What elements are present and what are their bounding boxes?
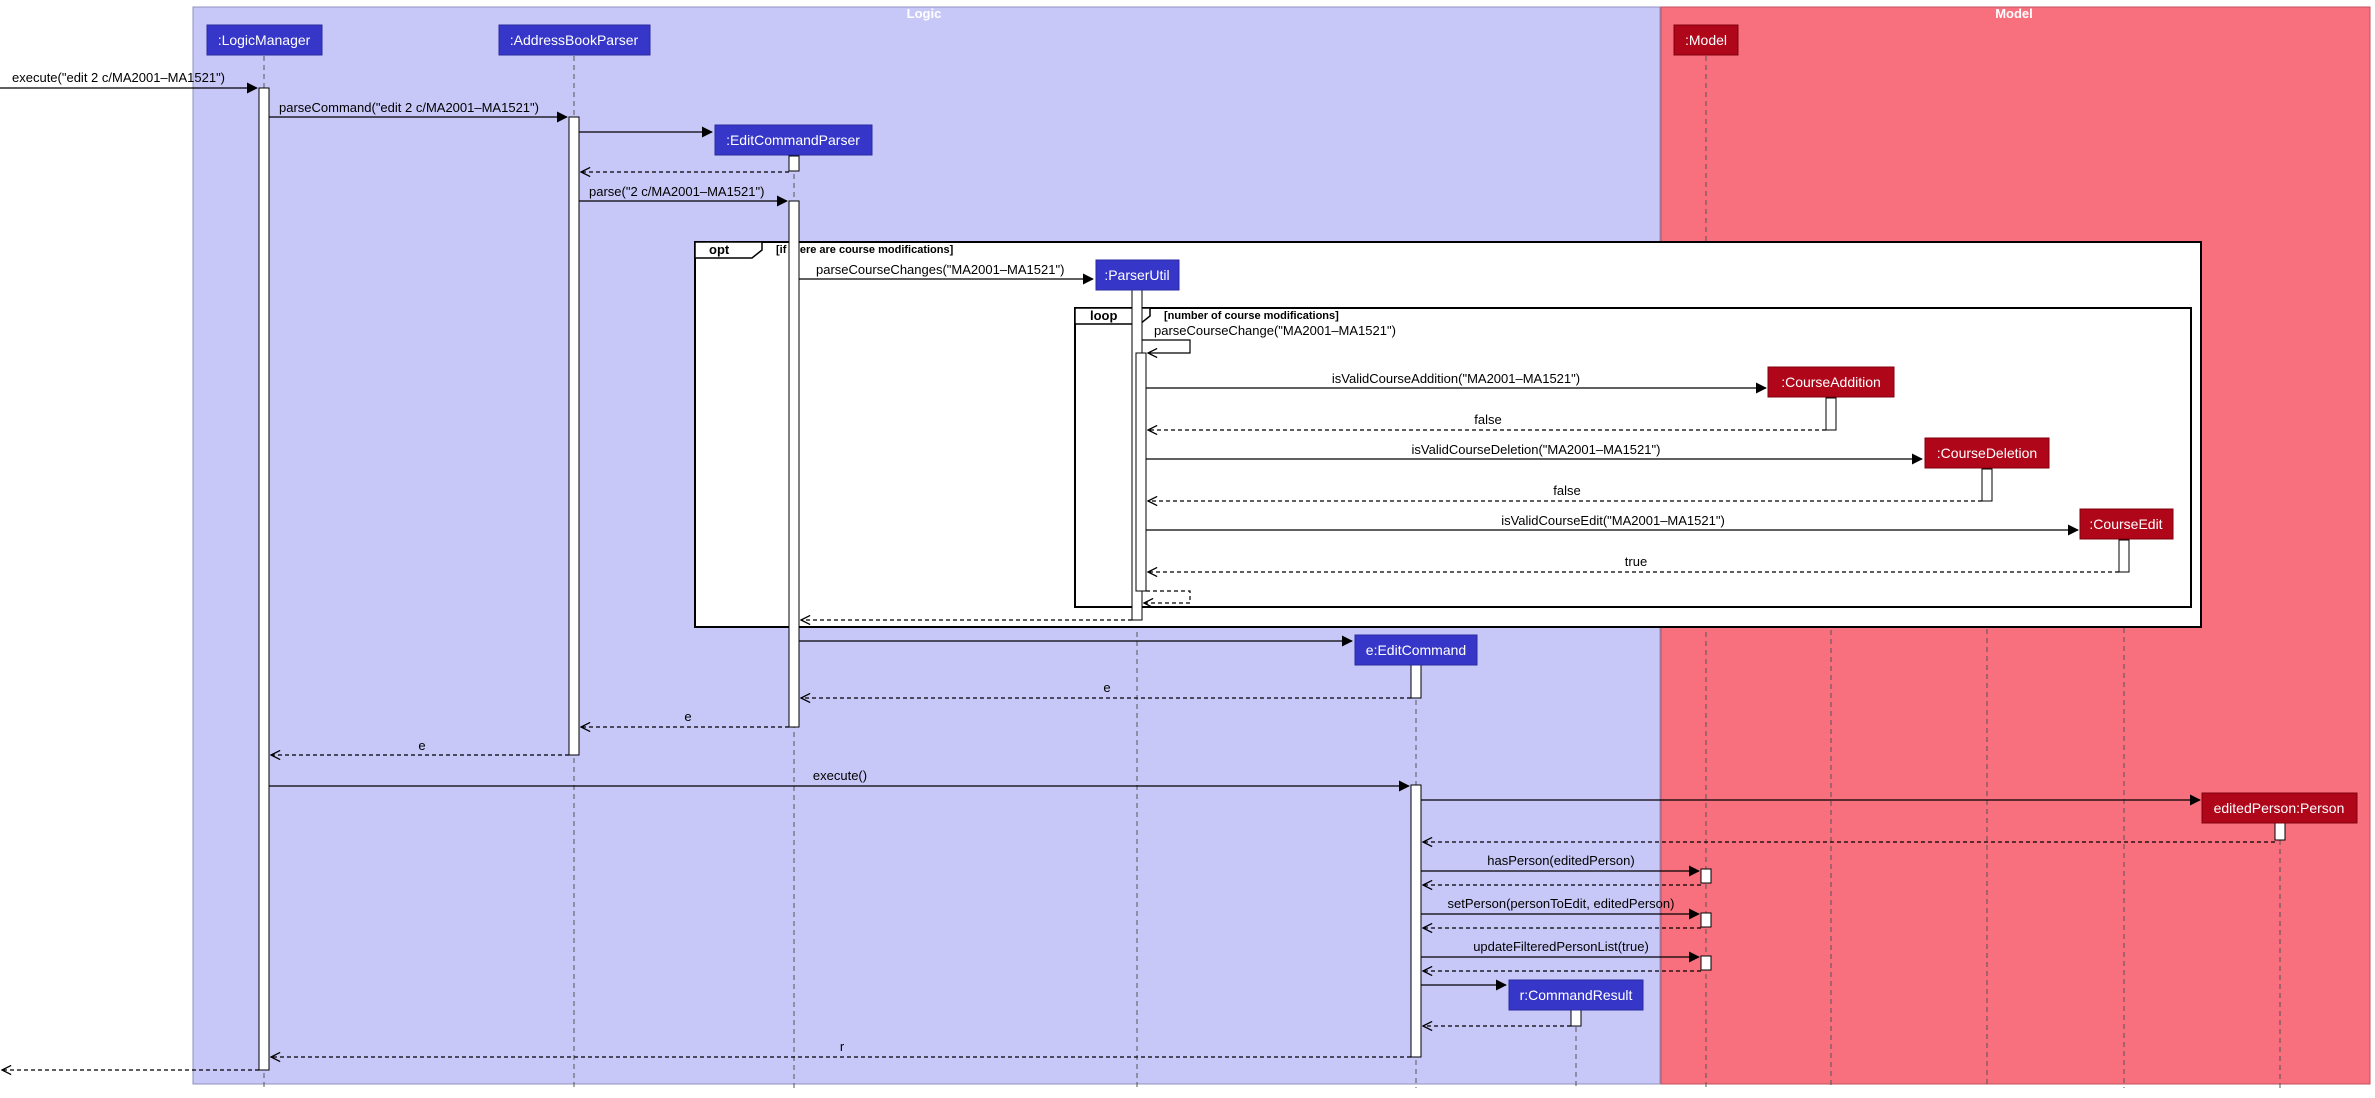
participant-logic-manager: :LogicManager — [206, 24, 323, 56]
participant-edit-command-box — [1354, 634, 1478, 666]
activation-command-result — [1570, 1009, 1582, 1027]
participant-command-result-label: r:CommandResult — [1520, 987, 1633, 1003]
participant-edit-command-label: e:EditCommand — [1366, 642, 1466, 658]
participant-edit-command: e:EditCommand — [1354, 634, 1478, 666]
message-return-e-2-label: e — [684, 709, 691, 724]
participant-edited-person: editedPerson:Person — [2201, 792, 2358, 824]
message-is-valid-course-edit-label: isValidCourseEdit("MA2001–MA1521") — [1501, 513, 1725, 528]
activation-edit-command-parser-parse — [788, 200, 800, 728]
participant-command-result-box — [1508, 979, 1644, 1011]
participant-address-book-parser-box — [498, 24, 651, 56]
message-parse-course-change-label: parseCourseChange("MA2001–MA1521") — [1154, 323, 1396, 338]
message-parse-command-label: parseCommand("edit 2 c/MA2001–MA1521") — [279, 100, 539, 115]
participant-parser-util-label: :ParserUtil — [1104, 267, 1169, 283]
message-execute-label: execute("edit 2 c/MA2001–MA1521") — [12, 70, 225, 85]
fragment-opt-guard: [if there are course modifications] — [776, 244, 954, 256]
fragment-loop-keyword: loop — [1090, 308, 1117, 323]
message-return-e-1-label: e — [1103, 680, 1110, 695]
participant-model-box — [1673, 24, 1739, 56]
message-is-valid-course-deletion-label: isValidCourseDeletion("MA2001–MA1521") — [1412, 442, 1661, 457]
participant-course-deletion-label: :CourseDeletion — [1937, 445, 2037, 461]
participant-course-addition-box — [1767, 366, 1895, 398]
participant-parser-util: :ParserUtil — [1095, 259, 1180, 291]
participant-model: :Model — [1673, 24, 1739, 56]
participant-address-book-parser-label: :AddressBookParser — [510, 32, 639, 48]
message-return-r-label: r — [840, 1039, 845, 1054]
participant-edited-person-label: editedPerson:Person — [2214, 800, 2345, 816]
activation-edit-command-execute — [1410, 784, 1422, 1058]
participant-logic-manager-label: :LogicManager — [218, 32, 311, 48]
activation-course-addition — [1825, 397, 1837, 431]
participant-edit-command-parser: :EditCommandParser — [714, 124, 873, 156]
participant-course-addition: :CourseAddition — [1767, 366, 1895, 398]
message-is-valid-course-addition-label: isValidCourseAddition("MA2001–MA1521") — [1332, 371, 1580, 386]
activation-parser-util-nested — [1135, 352, 1147, 592]
activation-edit-command-parser-create — [788, 155, 800, 172]
participant-course-addition-label: :CourseAddition — [1781, 374, 1881, 390]
participant-course-edit: :CourseEdit — [2079, 508, 2174, 540]
box-model-title: Model — [1995, 6, 2033, 21]
participant-model-label: :Model — [1685, 32, 1727, 48]
participant-edited-person-box — [2201, 792, 2358, 824]
participants: :LogicManager :AddressBookParser :EditCo… — [206, 24, 2358, 1011]
participant-edit-command-parser-label: :EditCommandParser — [726, 132, 860, 148]
participant-course-edit-label: :CourseEdit — [2089, 516, 2162, 532]
messages — [0, 82, 2275, 1070]
activations — [258, 87, 2286, 1071]
message-return-e-3-label: e — [418, 738, 425, 753]
participant-parser-util-box — [1095, 259, 1180, 291]
message-parse-course-change-self-arrow — [1142, 339, 1191, 353]
fragment-loop-guard: [number of course modifications] — [1164, 310, 1339, 322]
activation-edit-command-create — [1410, 663, 1422, 699]
activation-edited-person — [2274, 822, 2286, 841]
message-return-false-1-label: false — [1474, 412, 1501, 427]
message-execute-command-label: execute() — [813, 768, 867, 783]
participant-course-deletion: :CourseDeletion — [1924, 437, 2050, 469]
activation-logic-manager — [258, 87, 270, 1071]
message-return-true-label: true — [1625, 554, 1647, 569]
participant-course-edit-box — [2079, 508, 2174, 540]
fragment-opt-tab — [694, 241, 763, 259]
message-parse-label: parse("2 c/MA2001–MA1521") — [589, 184, 764, 199]
box-logic-title: Logic — [907, 6, 942, 21]
participant-address-book-parser: :AddressBookParser — [498, 24, 651, 56]
message-update-filtered-list-label: updateFilteredPersonList(true) — [1473, 939, 1649, 954]
participant-edit-command-parser-box — [714, 124, 873, 156]
participant-command-result: r:CommandResult — [1508, 979, 1644, 1011]
activation-model-set-person — [1700, 912, 1712, 928]
participant-course-deletion-box — [1924, 437, 2050, 469]
activation-model-update-list — [1700, 955, 1712, 971]
activation-address-book-parser — [568, 116, 580, 756]
message-self-return-arrow — [1144, 590, 1191, 603]
activation-model-has-person — [1700, 868, 1712, 884]
message-has-person-label: hasPerson(editedPerson) — [1487, 853, 1634, 868]
activation-course-deletion — [1981, 468, 1993, 502]
fragment-opt-keyword: opt — [709, 242, 730, 257]
message-return-false-2-label: false — [1553, 483, 1580, 498]
participant-logic-manager-box — [206, 24, 323, 56]
message-set-person-label: setPerson(personToEdit, editedPerson) — [1448, 896, 1675, 911]
message-labels: execute("edit 2 c/MA2001–MA1521") parseC… — [12, 70, 1725, 1054]
activation-course-edit — [2118, 539, 2130, 573]
message-parse-course-changes-label: parseCourseChanges("MA2001–MA1521") — [816, 262, 1064, 277]
